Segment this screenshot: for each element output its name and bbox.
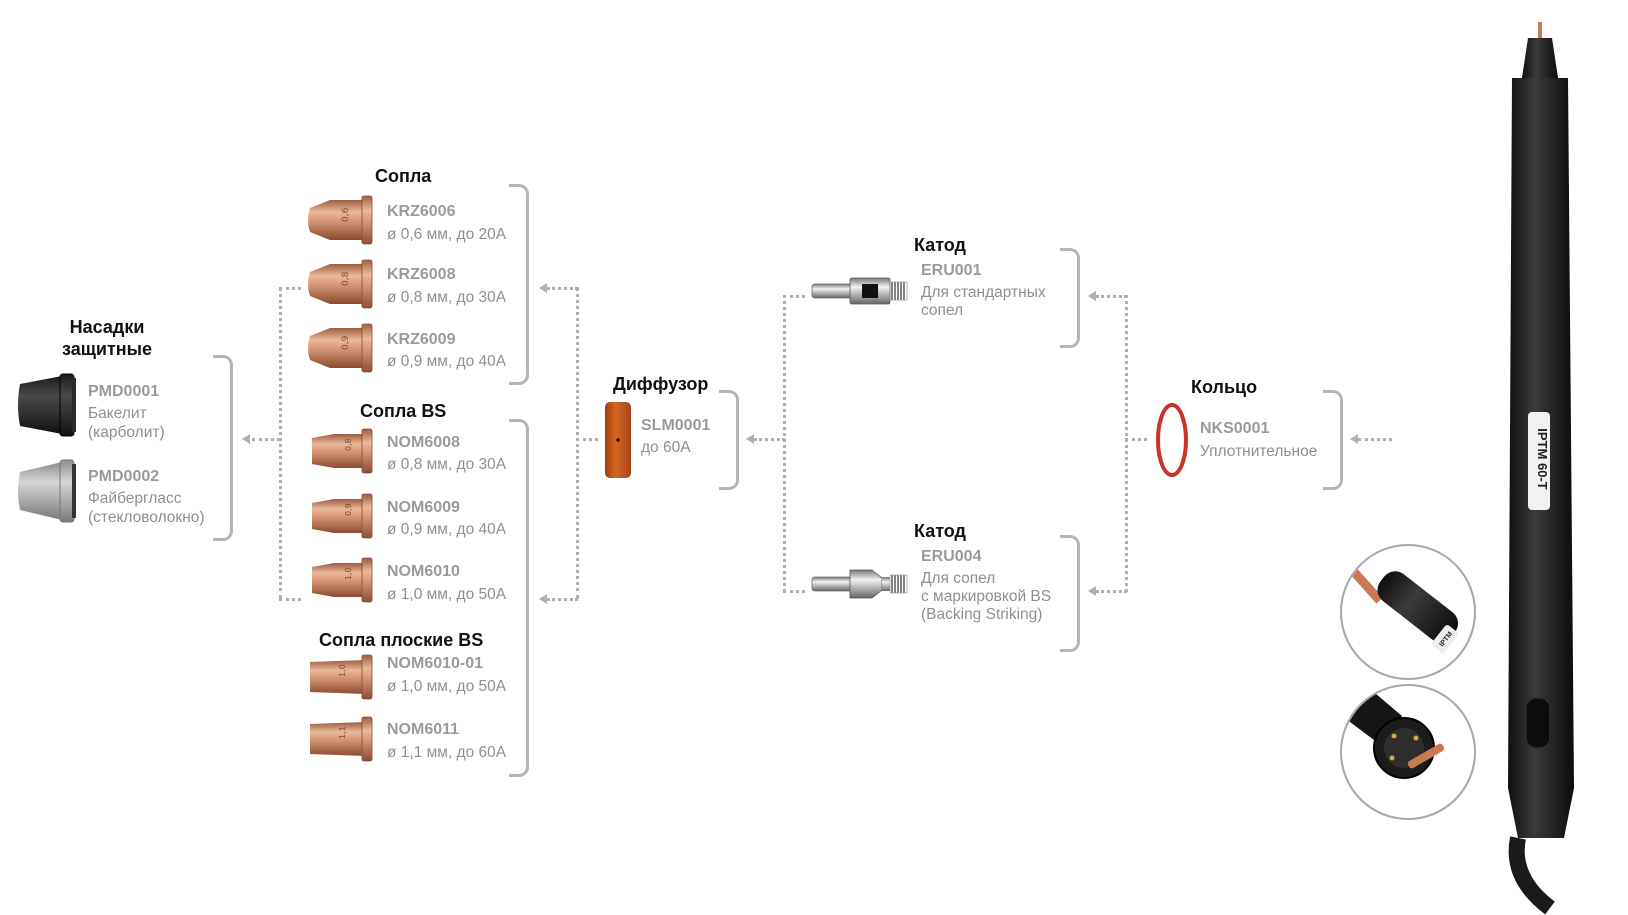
arrow-icon <box>1350 434 1358 444</box>
connector <box>1096 295 1127 298</box>
svg-text:0,9: 0,9 <box>341 335 351 350</box>
torch-tip-icon <box>1349 567 1459 653</box>
item-code-krz6009: KRZ6009 <box>387 331 456 348</box>
item-code-eru004: ERU004 <box>921 548 982 565</box>
connector <box>279 598 301 601</box>
arrow-icon <box>1088 291 1096 301</box>
arrow-icon <box>1088 586 1096 596</box>
nozzle-icon: 0,8 <box>308 259 373 309</box>
group-title-nozzles-flat-bs: Сопла плоские BS <box>319 630 484 650</box>
nozzle-icon: 0,9 <box>308 323 373 373</box>
nozzle-icon: 0,6 <box>308 195 373 245</box>
svg-text:1,1: 1,1 <box>338 726 347 739</box>
bracket-cathode-bs <box>1060 535 1080 652</box>
connector <box>783 590 805 593</box>
item-code-nom6009: NOM6009 <box>387 499 460 516</box>
connector <box>1125 295 1128 592</box>
item-code-slm0001: SLM0001 <box>641 417 711 434</box>
item-desc-nom6010: ø 1,0 мм, до 50А <box>387 586 507 603</box>
nozzle-icon: 0,9 <box>312 493 373 539</box>
item-desc-nom6010-01: ø 1,0 мм, до 50А <box>387 678 507 695</box>
connector <box>547 287 578 290</box>
item-desc-slm0001: до 60А <box>641 439 691 456</box>
o-ring-icon <box>1156 403 1188 477</box>
svg-text:1,0: 1,0 <box>344 567 353 580</box>
cathode-icon <box>811 569 908 599</box>
arrow-icon <box>746 434 754 444</box>
bracket-shields <box>213 355 233 541</box>
svg-text:0,8: 0,8 <box>344 438 353 451</box>
item-desc-krz6008: ø 0,8 мм, до 30А <box>387 289 507 306</box>
connector <box>279 287 282 599</box>
item-code-nom6011: NOM6011 <box>387 721 460 738</box>
item-desc-eru004: Для сопел с маркировкой BS (Backing Stri… <box>921 570 1052 623</box>
cathode-icon <box>811 277 908 305</box>
item-code-nom6008: NOM6008 <box>387 434 460 451</box>
item-desc-pmd0002: Файберглаcc (стекловолокно) <box>88 490 205 526</box>
item-desc-nks0001: Уплотнительное <box>1200 443 1318 460</box>
connector <box>754 438 785 441</box>
group-title-cathode-bs: Катод <box>914 521 966 541</box>
svg-text:0,9: 0,9 <box>344 503 353 516</box>
item-code-krz6008: KRZ6008 <box>387 266 456 283</box>
group-title-shields: Насадки защитные <box>62 317 153 359</box>
svg-text:1,0: 1,0 <box>338 664 347 677</box>
torch-detail-photo-top: IPTM <box>1340 544 1476 680</box>
bracket-diffuser <box>719 390 739 490</box>
item-desc-eru001: Для стандартных сопел <box>921 284 1046 319</box>
arrow-icon <box>539 594 547 604</box>
nozzle-icon: 0,8 <box>312 428 373 474</box>
item-code-nks0001: NKS0001 <box>1200 420 1270 437</box>
item-code-nom6010: NOM6010 <box>387 563 460 580</box>
torch-icon <box>1508 22 1574 915</box>
bracket-nozzles-bs <box>509 419 529 777</box>
nozzle-icon: 1,0 <box>312 557 373 603</box>
shield-cap-icon <box>18 459 76 523</box>
bracket-nozzles <box>509 184 529 385</box>
item-code-pmd0002: PMD0002 <box>88 468 160 485</box>
group-title-nozzles-bs: Сопла BS <box>360 401 447 421</box>
nozzle-icon: 1,1 <box>310 716 373 762</box>
connector <box>252 438 280 441</box>
item-desc-pmd0001: Бакелит (карболит) <box>88 405 165 441</box>
nozzle-icon: 1,0 <box>310 654 373 700</box>
connector <box>547 598 578 601</box>
connector <box>279 287 301 290</box>
group-title-cathode-std: Катод <box>914 235 966 255</box>
connector <box>576 287 579 599</box>
shield-cap-icon <box>18 373 76 437</box>
item-desc-krz6006: ø 0,6 мм, до 20А <box>387 226 507 243</box>
torch-label: IPTM 60-T <box>1535 428 1550 490</box>
item-code-krz6006: KRZ6006 <box>387 203 456 220</box>
connector <box>783 295 786 592</box>
torch-detail-photo-bottom <box>1340 684 1476 820</box>
arrow-icon <box>242 434 250 444</box>
connector <box>1358 438 1392 441</box>
svg-text:0,6: 0,6 <box>341 207 351 222</box>
bracket-ring <box>1323 390 1343 490</box>
arrow-icon <box>539 283 547 293</box>
item-desc-nom6011: ø 1,1 мм, до 60А <box>387 744 507 761</box>
item-code-pmd0001: PMD0001 <box>88 383 160 400</box>
diffuser-icon <box>605 402 631 478</box>
group-title-nozzles: Сопла <box>375 166 432 186</box>
item-desc-nom6008: ø 0,8 мм, до 30А <box>387 456 507 473</box>
connector <box>783 295 805 298</box>
item-desc-krz6009: ø 0,9 мм, до 40А <box>387 353 507 370</box>
bracket-cathode-std <box>1060 248 1080 348</box>
item-desc-nom6009: ø 0,9 мм, до 40А <box>387 521 507 538</box>
connector-plug-icon <box>1342 686 1445 779</box>
item-code-nom6010-01: NOM6010-01 <box>387 655 484 672</box>
connector <box>576 438 598 441</box>
svg-text:0,8: 0,8 <box>341 271 351 286</box>
group-title-diffuser: Диффузор <box>613 374 709 394</box>
group-title-ring: Кольцо <box>1191 377 1258 397</box>
item-code-eru001: ERU001 <box>921 262 982 279</box>
connector <box>1125 438 1147 441</box>
connector <box>1096 590 1127 593</box>
